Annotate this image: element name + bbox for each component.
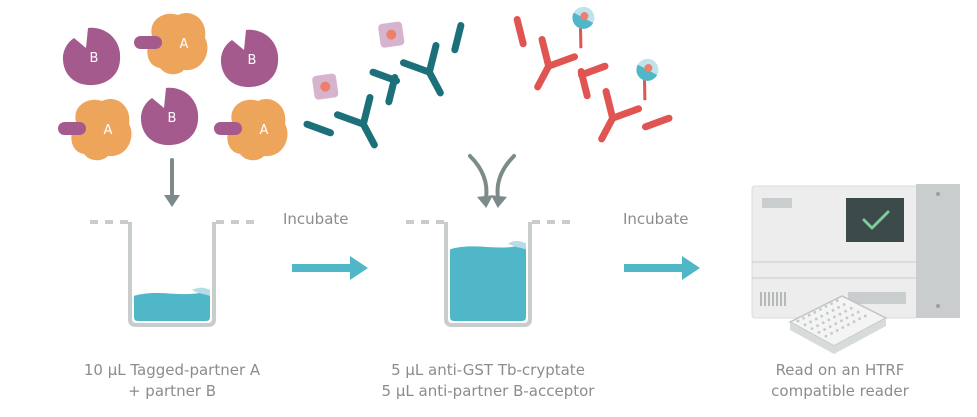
protein-a-icon: A (214, 98, 288, 161)
caption-step-3-line-1: Read on an HTRF (775, 361, 905, 379)
protein-label: B (168, 111, 177, 126)
down-arrow-icon (468, 154, 493, 208)
protein-label: A (104, 123, 113, 138)
caption-step-1-line-2: + partner B (127, 382, 217, 400)
tb-cryptate-icon (378, 21, 405, 48)
checkmark-icon (862, 210, 890, 230)
well-1 (90, 220, 254, 327)
protein-label: A (180, 37, 189, 52)
caption-step-1-line-1: 10 µL Tagged-partner A (83, 361, 261, 379)
incubate-label-1: Incubate (283, 210, 349, 228)
down-arrow-icon (164, 158, 180, 207)
reader-screen (846, 198, 904, 242)
gst-tag-icon (134, 36, 162, 49)
htrf-reader-icon (751, 184, 960, 354)
acceptor-fluorophore-icon (636, 58, 659, 81)
well-liquid (134, 289, 210, 321)
anti-gst-tb-cryptate-antibody-icon (366, 18, 491, 122)
tb-cryptate-icon (312, 73, 339, 100)
protein-a-icon: A (58, 98, 132, 161)
gst-tag-icon (58, 122, 86, 135)
caption-step-2: 5 µL anti-GST Tb-cryptate 5 µL anti-part… (358, 360, 618, 402)
acceptor-fluorophore-icon (572, 6, 595, 29)
protein-b-icon: B (140, 87, 199, 146)
caption-step-2-line-2: 5 µL anti-partner B-acceptor (381, 382, 595, 400)
anti-gst-tb-cryptate-antibody-icon (300, 70, 425, 174)
anti-partner-b-acceptor-antibody-icon (487, 6, 612, 116)
well-2 (406, 220, 570, 327)
protein-label: B (248, 53, 257, 68)
protein-a-icon: A (134, 12, 208, 75)
gst-tag-icon (214, 122, 242, 135)
anti-partner-b-acceptor-antibody-icon (551, 58, 676, 168)
caption-step-2-line-1: 5 µL anti-GST Tb-cryptate (391, 361, 585, 379)
caption-step-3: Read on an HTRF compatible reader (740, 360, 940, 402)
caption-step-1: 10 µL Tagged-partner A + partner B (52, 360, 292, 402)
protein-b-icon: B (62, 27, 121, 86)
well-liquid (450, 243, 526, 321)
protein-label: B (90, 51, 99, 66)
right-arrow-icon (624, 256, 700, 280)
right-arrow-icon (292, 256, 368, 280)
incubate-label-2: Incubate (623, 210, 689, 228)
caption-step-3-line-2: compatible reader (771, 382, 909, 400)
down-arrow-icon (491, 154, 516, 208)
protein-label: A (260, 123, 269, 138)
microplate-icon (788, 295, 888, 354)
protein-b-icon: B (220, 29, 279, 88)
